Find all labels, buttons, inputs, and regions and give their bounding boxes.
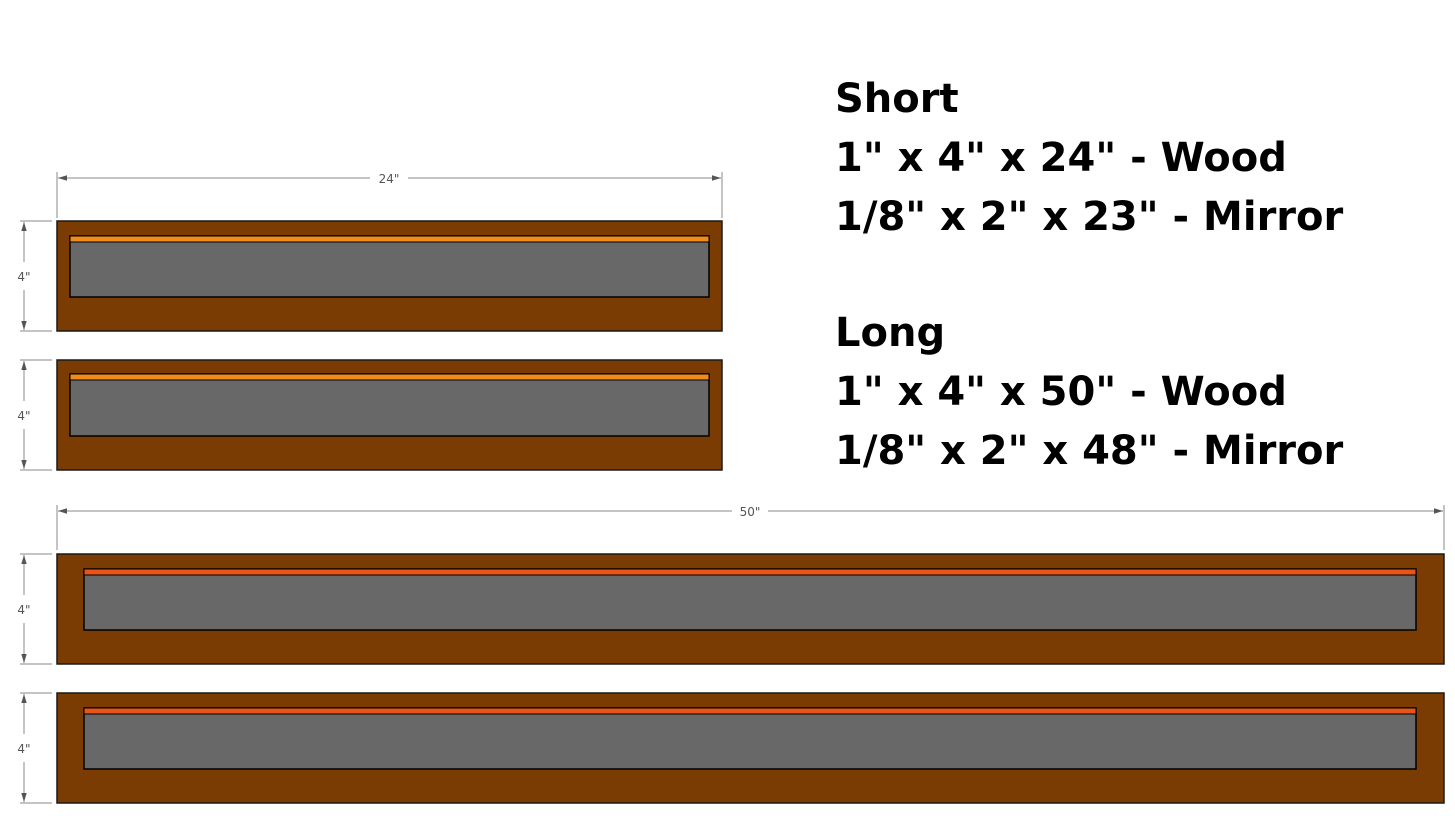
height-label: 4"	[17, 603, 30, 617]
short-board-2: 4"	[17, 359, 723, 471]
short-length-dimension: 24"	[56, 172, 723, 218]
short-spec-wood: 1" x 4" x 24" - Wood	[835, 135, 1287, 181]
height-label: 4"	[17, 742, 30, 756]
long-board-1: 4"	[17, 553, 1445, 665]
mirror-edge-strip	[83, 707, 1417, 715]
mirror-panel	[83, 568, 1417, 631]
long-spec-title: Long	[835, 310, 946, 356]
height-dimension: 4"	[17, 692, 52, 804]
long-length-label: 50"	[740, 505, 761, 519]
height-label: 4"	[17, 270, 30, 284]
height-dimension: 4"	[17, 220, 52, 332]
long-board-2: 4"	[17, 692, 1445, 804]
mirror-panel	[69, 373, 710, 437]
mirror-panel	[83, 707, 1417, 770]
mirror-edge-strip	[83, 568, 1417, 576]
short-length-label: 24"	[379, 172, 400, 186]
short-board-1: 4"	[17, 220, 723, 332]
height-dimension: 4"	[17, 553, 52, 665]
height-dimension: 4"	[17, 359, 52, 471]
mirror-edge-strip	[69, 373, 710, 381]
mirror-panel	[69, 235, 710, 298]
long-spec-block: Long 1" x 4" x 50" - Wood 1/8" x 2" x 48…	[835, 304, 1343, 481]
long-spec-mirror: 1/8" x 2" x 48" - Mirror	[835, 428, 1344, 474]
long-spec-wood: 1" x 4" x 50" - Wood	[835, 369, 1287, 415]
short-spec-block: Short 1" x 4" x 24" - Wood 1/8" x 2" x 2…	[835, 70, 1343, 247]
height-label: 4"	[17, 409, 30, 423]
short-spec-mirror: 1/8" x 2" x 23" - Mirror	[835, 194, 1344, 240]
mirror-edge-strip	[69, 235, 710, 243]
long-length-dimension: 50"	[56, 505, 1445, 550]
short-spec-title: Short	[835, 76, 959, 122]
